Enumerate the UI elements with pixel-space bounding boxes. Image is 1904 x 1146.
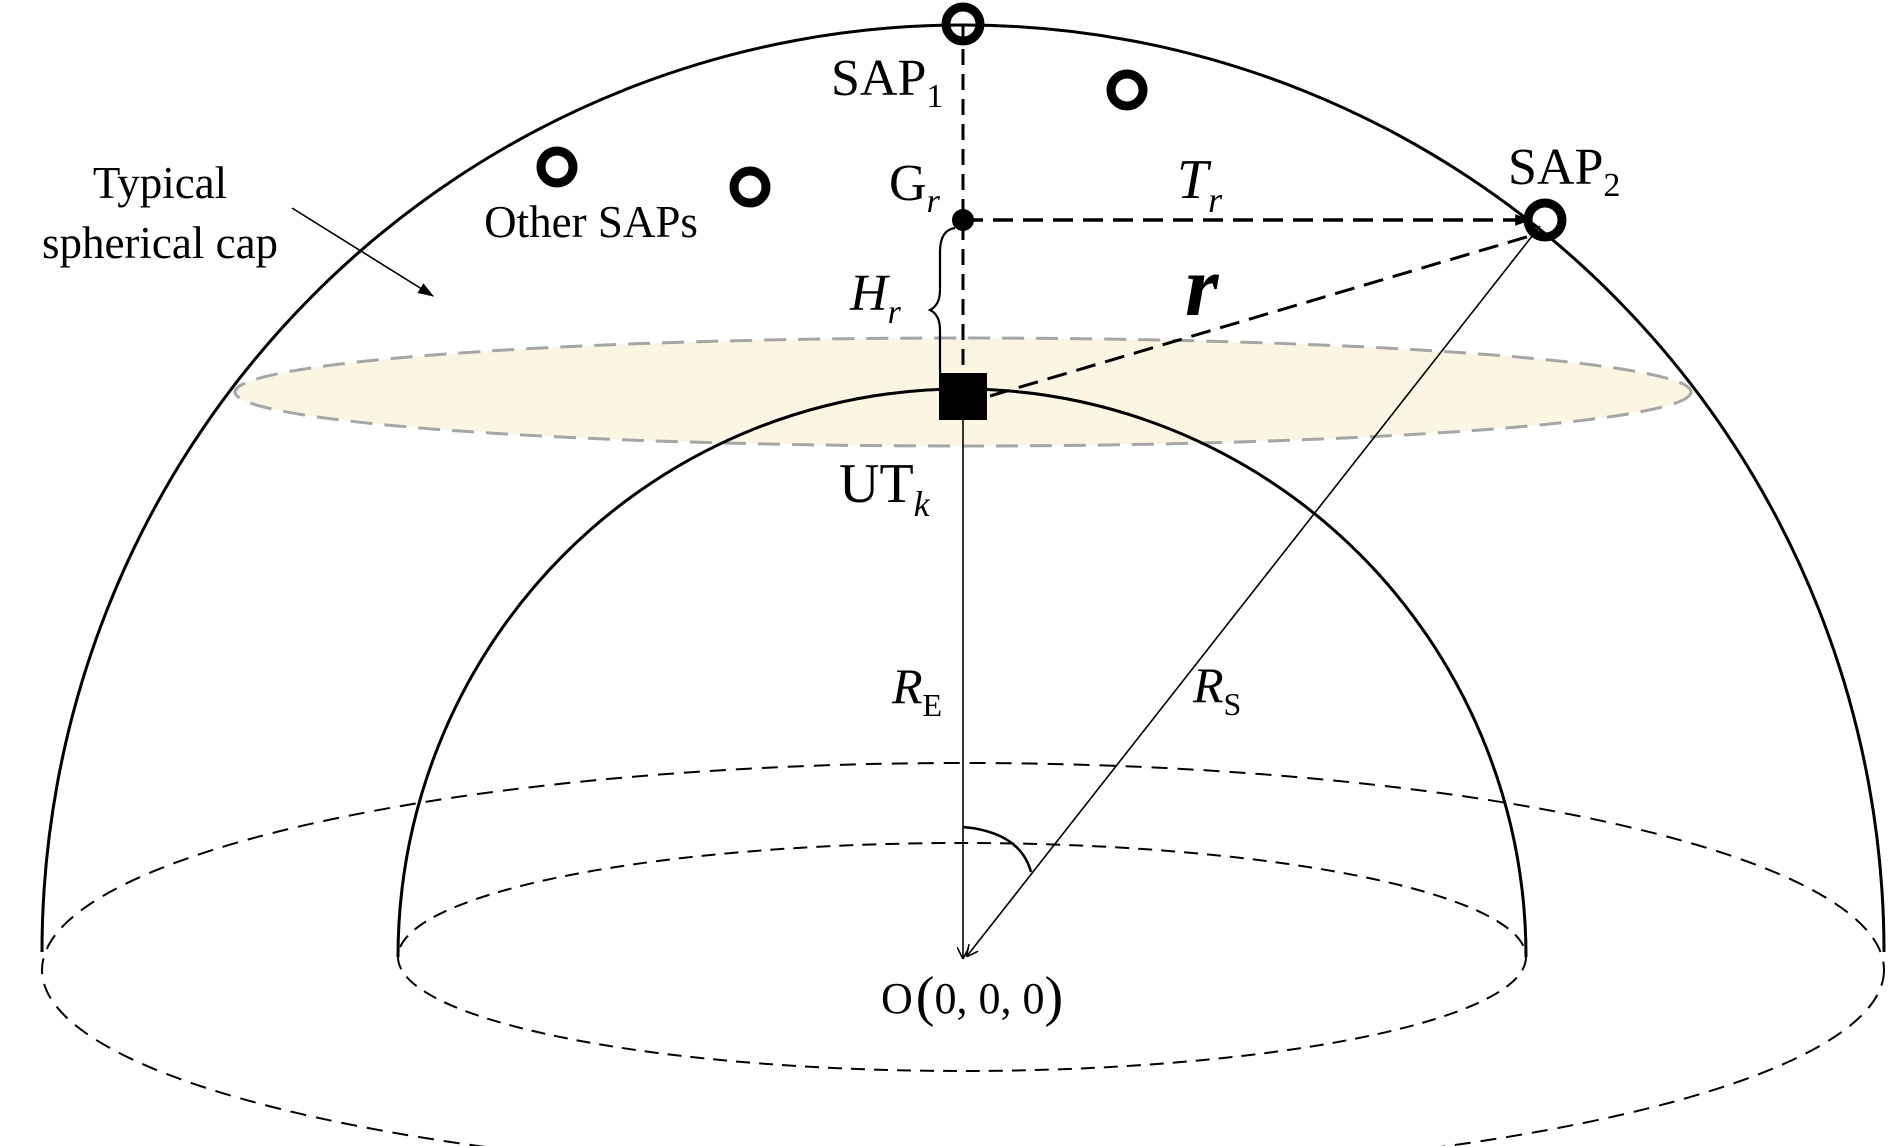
hr-label: Hr [849,265,902,331]
utk-label: UTk [839,453,931,524]
angle-arc [962,825,1033,873]
other-sap-marker [1106,69,1148,111]
sap2-marker [1523,198,1567,242]
rs-line [967,225,1541,956]
other-sap-marker [729,166,771,208]
other-sap-marker [536,146,578,188]
re-label: RE [891,658,942,723]
sap1-label: SAP1 [831,50,943,115]
spherical-cap-label: spherical cap [42,218,278,268]
gr-label: Gr [889,155,941,220]
earth-base-ellipse [397,842,1527,1072]
earth-dome [396,387,1528,958]
ut-marker [939,373,987,420]
cap-pointer-arrow [291,207,434,297]
rs-label: RS [1192,657,1241,722]
other-saps-label: Other SAPs [484,197,698,247]
tr-label: Tr [1177,149,1223,220]
typical-label: Typical [93,158,227,208]
r-label: r [1185,238,1220,334]
origin-label: O(0, 0, 0) [881,966,1063,1028]
r-dashed-line [989,234,1531,398]
outer-base-ellipse [41,762,1885,1146]
gr-point [952,209,974,231]
sap1-marker [941,2,985,46]
sap2-label: SAP2 [1508,139,1620,204]
